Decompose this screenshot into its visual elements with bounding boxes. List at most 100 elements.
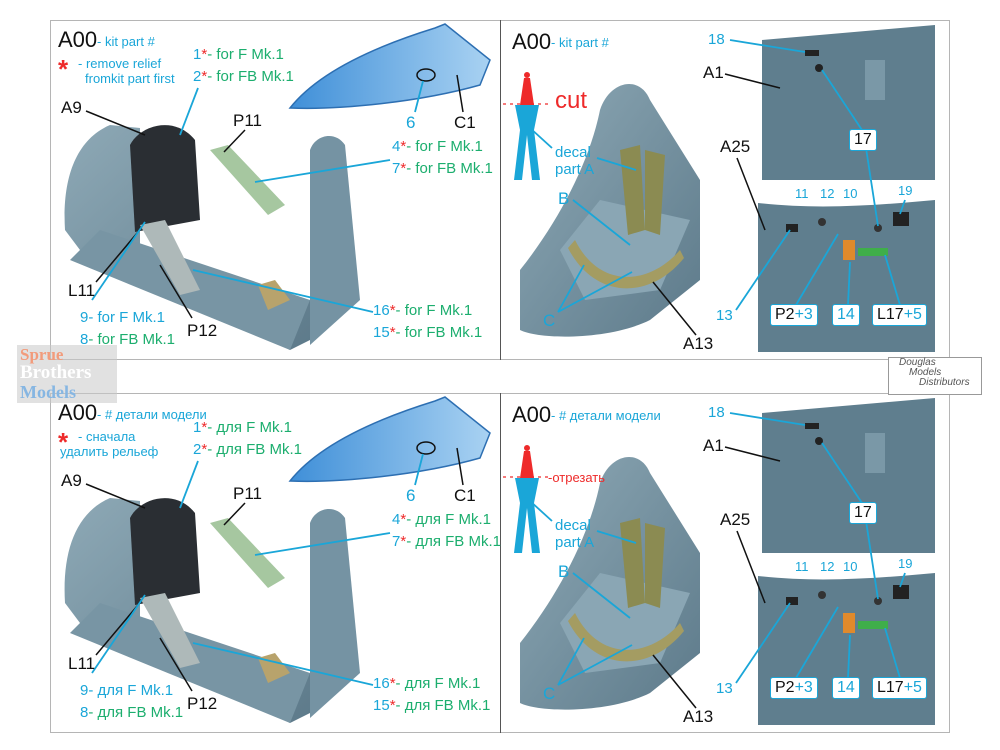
decal-plus-5: +5 <box>903 306 922 323</box>
part-code-legend-right: A00 <box>512 402 552 427</box>
label-l17-5: L17+5 <box>872 304 927 326</box>
label-10: 10 <box>843 559 858 574</box>
callout-text: - for FB Mk.1 <box>207 68 294 85</box>
part-l17: L17 <box>877 679 904 696</box>
callout-15: 15*- для FB Mk.1 <box>373 698 490 713</box>
callout-number: 15 <box>373 697 390 714</box>
asterisk: * <box>400 160 407 177</box>
label-19: 19 <box>898 556 913 571</box>
label-14: 14 <box>832 304 860 326</box>
label-a9: A9 <box>61 98 82 117</box>
asterisk: * <box>201 419 208 436</box>
decal-label: decal <box>555 517 591 534</box>
callout-7: 7*- для FB Mk.1 <box>392 534 501 549</box>
callout-7: 7*- for FB Mk.1 <box>392 161 493 176</box>
callout-4: 4*- для F Mk.1 <box>392 512 491 527</box>
callout-text: - для FB Mk.1 <box>406 533 501 550</box>
label-13: 13 <box>716 307 733 324</box>
part-desc-legend: - # детали модели <box>97 407 207 422</box>
watermark-text: Brothers <box>20 362 92 383</box>
label-p12: P12 <box>187 694 218 713</box>
part-desc-legend-right: - kit part # <box>551 35 609 50</box>
callout-9: 9- для F Mk.1 <box>80 683 173 698</box>
label-p2-3: P2+3 <box>770 304 818 326</box>
label-11: 11 <box>795 559 809 574</box>
label-a25: A25 <box>720 510 751 529</box>
pilot-seat <box>520 83 700 337</box>
callout-text: - for FB Mk.1 <box>406 160 493 177</box>
label-l17-5: L17+5 <box>872 677 927 699</box>
watermark-text: Models <box>20 382 76 402</box>
decal-part-label: part A <box>555 534 595 551</box>
callout-text: - для FB Mk.1 <box>395 697 491 714</box>
label-a25: A25 <box>720 137 751 156</box>
black-leader-lines <box>85 73 781 336</box>
canopy-c1 <box>288 23 491 110</box>
watermark-text: Distributors <box>919 377 970 388</box>
callout-8: 8- для FB Mk.1 <box>80 705 183 720</box>
callout-number: 9 <box>80 682 89 699</box>
label-6: 6 <box>406 486 416 505</box>
part-l17: L17 <box>877 306 904 323</box>
decal-plus-3: +3 <box>794 306 813 323</box>
callout-number: 9 <box>80 309 89 326</box>
asterisk: * <box>400 138 407 155</box>
label-b: B <box>558 562 570 581</box>
callout-text: - для FB Mk.1 <box>88 704 184 721</box>
asterisk: * <box>400 511 407 528</box>
label-12: 12 <box>820 186 835 201</box>
asterisk: * <box>389 675 396 692</box>
label-13: 13 <box>716 680 733 697</box>
label-18: 18 <box>708 31 725 48</box>
part-code-legend: A00 <box>58 400 98 425</box>
label-b: B <box>558 189 570 208</box>
label-a1: A1 <box>703 63 724 82</box>
watermark-text: Sprue <box>20 345 64 364</box>
watermark-text: Douglas <box>899 357 936 368</box>
part-code-legend-right: A00 <box>512 29 552 54</box>
asterisk: * <box>201 68 208 85</box>
label-p12: P12 <box>187 321 218 340</box>
label-p11: P11 <box>233 484 262 503</box>
label-17: 17 <box>849 129 877 151</box>
cut-belt-icon <box>503 72 550 180</box>
callout-15: 15*- for FB Mk.1 <box>373 325 482 340</box>
callout-text: - для F Mk.1 <box>395 675 481 692</box>
part-desc-legend: - kit part # <box>97 34 155 49</box>
asterisk: * <box>389 697 396 714</box>
cockpit-tub <box>64 498 360 723</box>
label-a1: A1 <box>703 436 724 455</box>
decal-label: decal <box>555 144 591 161</box>
asterisk: * <box>389 302 396 319</box>
label-19: 19 <box>898 183 913 198</box>
callout-4: 4*- for F Mk.1 <box>392 139 483 154</box>
remove-relief-note-2: удалить рельеф <box>60 444 159 459</box>
douglas-models-watermark: Douglas Models Distributors <box>888 357 982 395</box>
label-c1: C1 <box>454 486 476 505</box>
callout-number: 2 <box>193 68 202 85</box>
callout-number: 8 <box>80 331 89 348</box>
label-c1: C1 <box>454 113 476 132</box>
callout-2: 2*- for FB Mk.1 <box>193 69 294 84</box>
callout-number: 15 <box>373 324 390 341</box>
part-desc-legend-right: - # детали модели <box>551 408 661 423</box>
decal-plus-5: +5 <box>903 679 922 696</box>
callout-1: 1*- для F Mk.1 <box>193 420 292 435</box>
label-c: C <box>543 311 556 330</box>
label-17: 17 <box>849 502 877 524</box>
sprue-brothers-watermark: Sprue Brothers Models <box>17 345 117 403</box>
label-l11: L11 <box>68 654 96 673</box>
callout-number: 1 <box>193 46 202 63</box>
callout-text: - for F Mk.1 <box>207 46 284 63</box>
callout-text: - для F Mk.1 <box>207 419 292 436</box>
cut-label: -отрезать <box>548 470 606 485</box>
label-p11: P11 <box>233 111 262 130</box>
label-a13: A13 <box>683 334 714 353</box>
callout-number: 7 <box>392 533 401 550</box>
sidewall-a1 <box>762 398 935 553</box>
label-18: 18 <box>708 404 725 421</box>
callout-text: - for F Mk.1 <box>395 302 473 319</box>
decal-plus-3: +3 <box>794 679 813 696</box>
callout-number: 16 <box>373 675 390 692</box>
